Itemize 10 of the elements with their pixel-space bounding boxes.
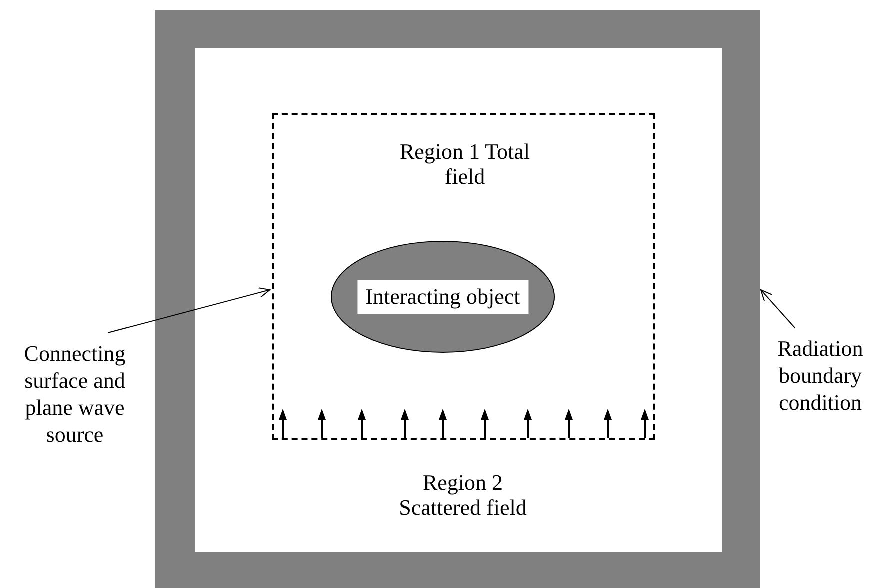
region-label: Region 2 Scattered field	[398, 470, 528, 520]
region-area	[195, 48, 722, 552]
region-label: Region 1 Total field	[398, 139, 532, 189]
leader-line	[108, 288, 270, 334]
boundary-frame	[155, 10, 760, 588]
callout-text: Connecting surface and plane wave source	[5, 340, 145, 448]
leader-line	[760, 290, 796, 328]
callout-text: Radiation boundary condition	[764, 335, 877, 416]
object-label: Interacting object	[358, 280, 528, 314]
dashed-boundary	[272, 113, 655, 440]
